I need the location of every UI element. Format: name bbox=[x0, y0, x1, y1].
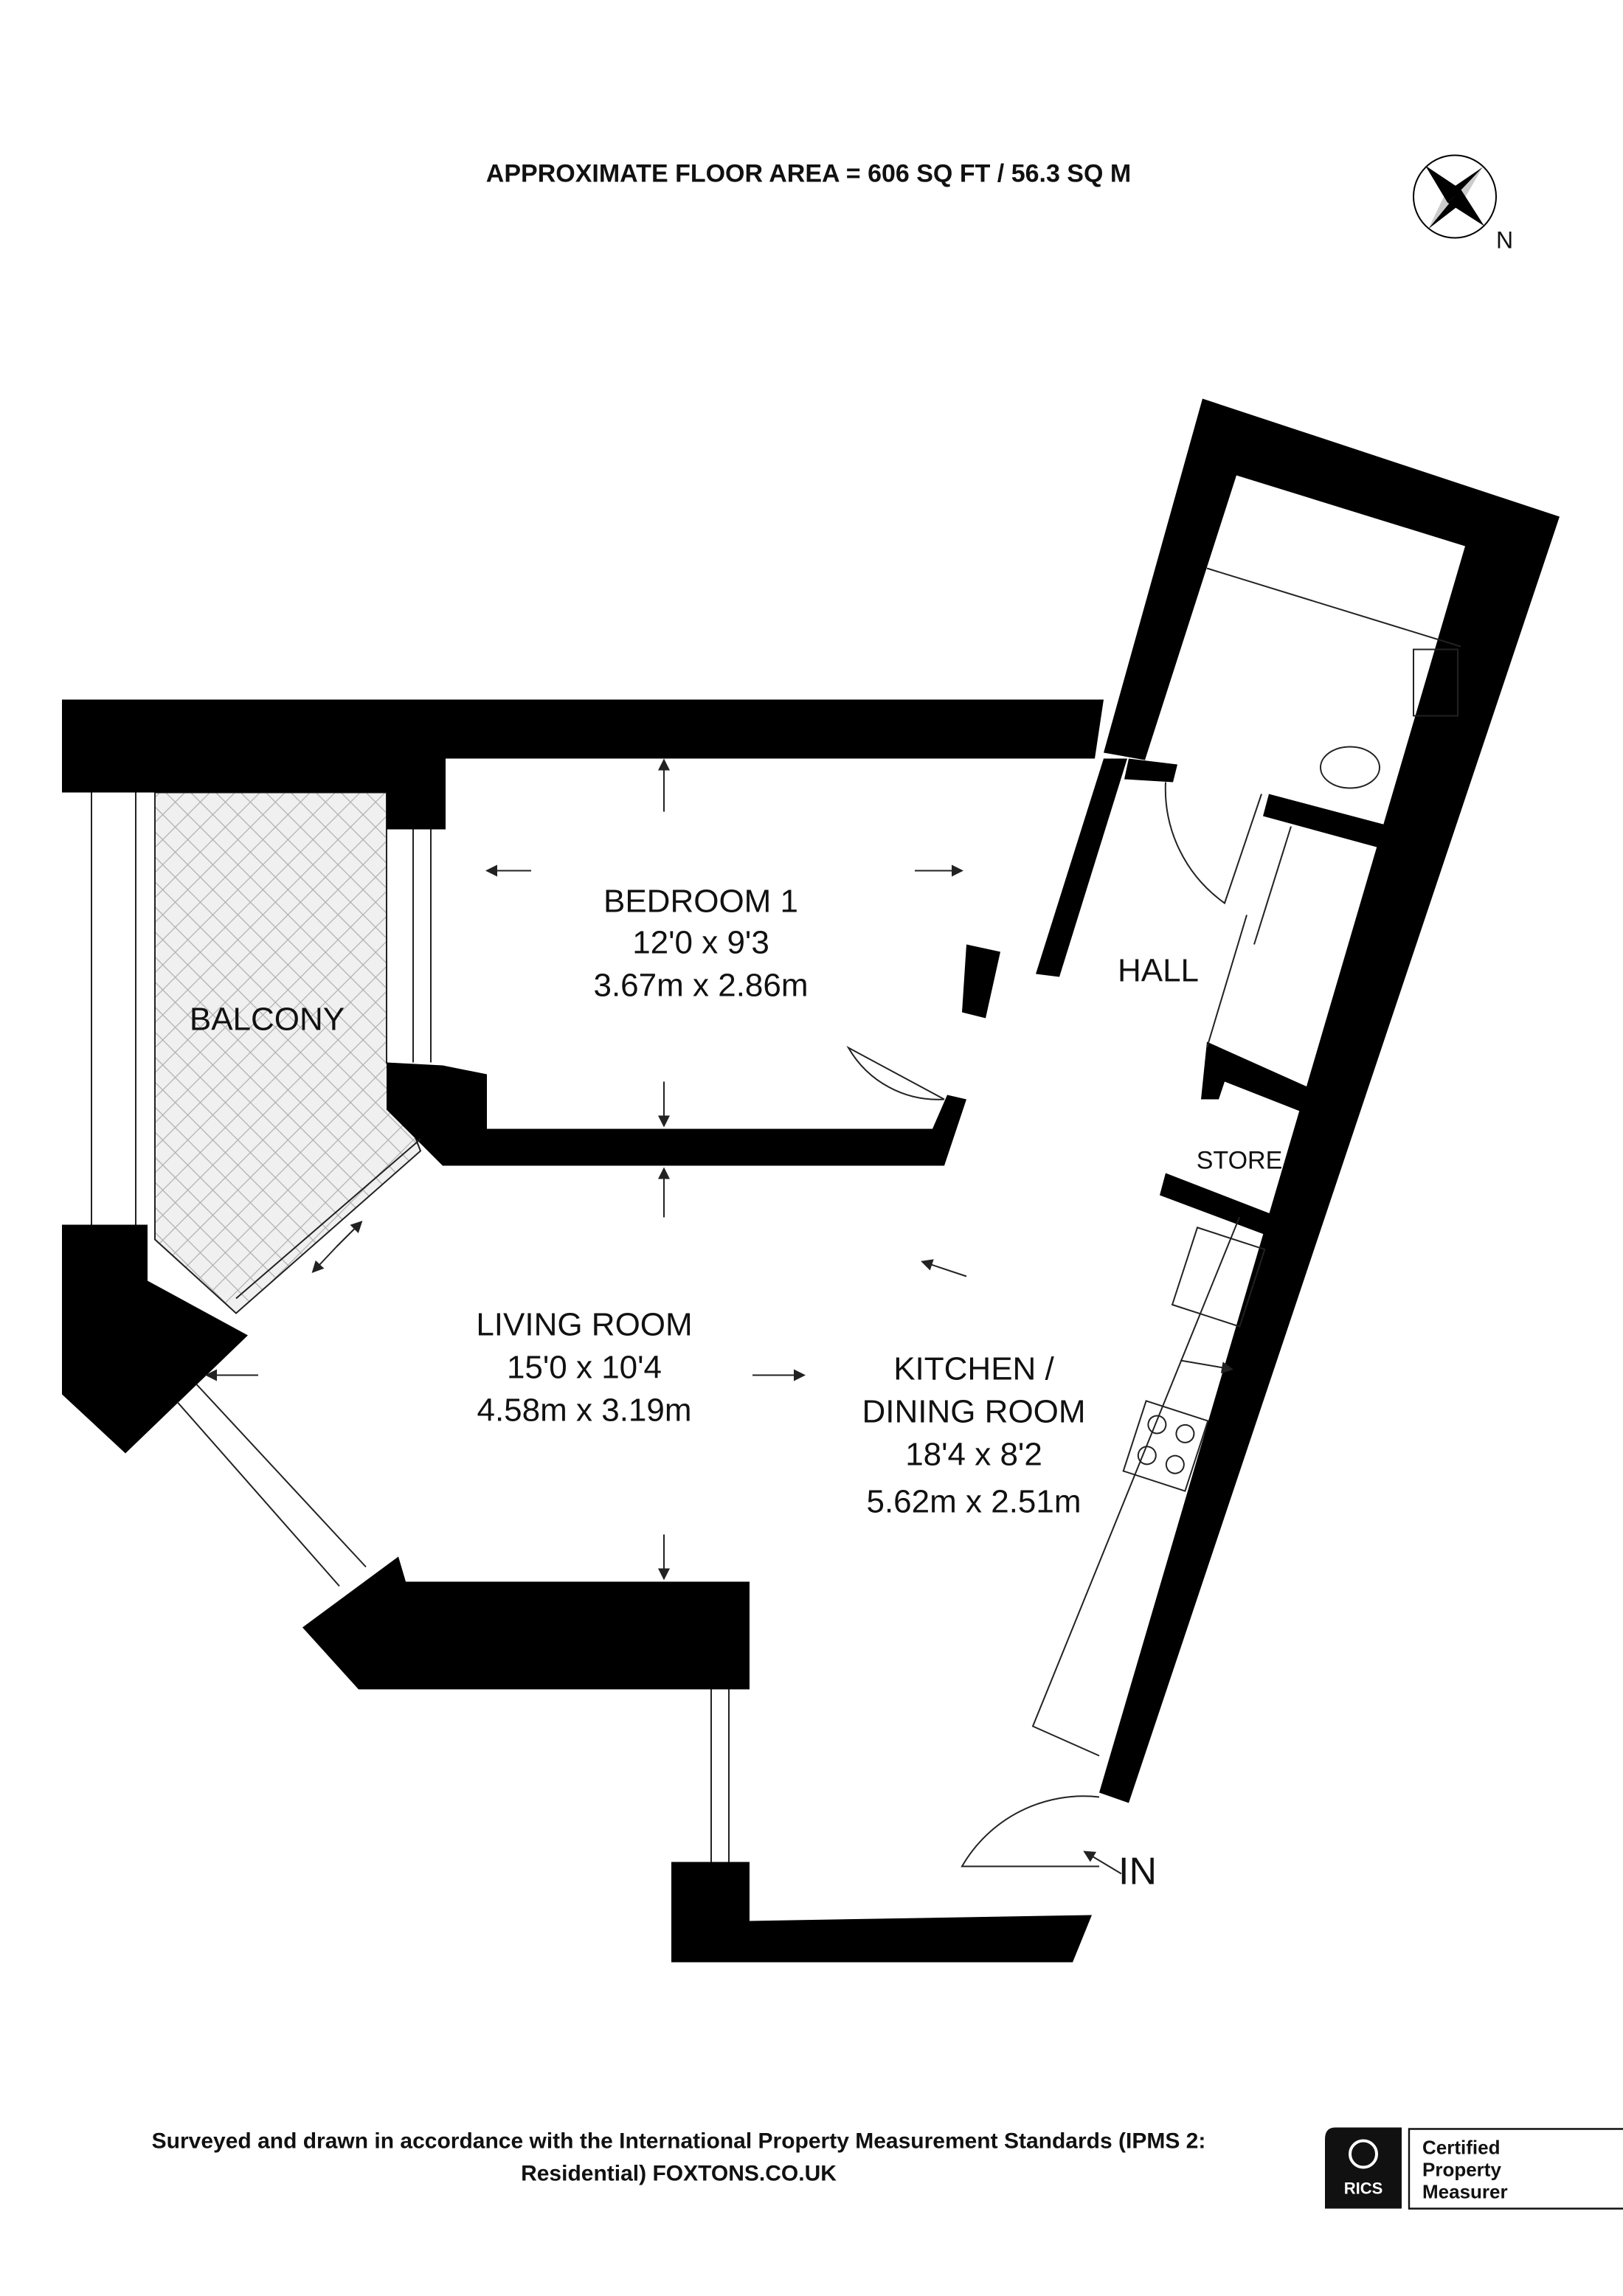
bedroom-metric: 3.67m x 2.86m bbox=[593, 968, 808, 1004]
rics-badge: RICS Certified Property Measurer bbox=[1325, 2127, 1623, 2210]
compass-rose-icon: N bbox=[1413, 154, 1513, 254]
hob-icon bbox=[1122, 1400, 1209, 1492]
bedroom-imperial: 12'0 x 9'3 bbox=[632, 925, 769, 961]
living-metric: 4.58m x 3.19m bbox=[477, 1392, 691, 1429]
entrance-label: IN bbox=[1118, 1851, 1157, 1893]
walls bbox=[62, 398, 1560, 1963]
living-name: LIVING ROOM bbox=[476, 1307, 692, 1343]
badge-line-1: Certified bbox=[1422, 2137, 1500, 2159]
room-labels: BEDROOM 1 12'0 x 9'3 3.67m x 2.86m BALCO… bbox=[190, 884, 1282, 1893]
dimension-arrows bbox=[205, 758, 1233, 1875]
footer-line-1: Surveyed and drawn in accordance with th… bbox=[152, 2129, 1206, 2154]
kitchen-name-1: KITCHEN / bbox=[893, 1351, 1054, 1387]
balcony-name: BALCONY bbox=[190, 1002, 345, 1038]
badge-line-2: Property bbox=[1422, 2159, 1501, 2181]
floor-area-heading: APPROXIMATE FLOOR AREA = 606 SQ FT / 56.… bbox=[486, 160, 1131, 188]
rics-org: RICS bbox=[1344, 2179, 1383, 2198]
fixtures bbox=[1031, 567, 1461, 1757]
rics-lion-icon bbox=[1349, 2139, 1378, 2169]
hall-name: HALL bbox=[1118, 953, 1199, 989]
compass-north-label: N bbox=[1496, 227, 1513, 254]
bedroom-name: BEDROOM 1 bbox=[603, 884, 798, 920]
badge-line-3: Measurer bbox=[1422, 2181, 1508, 2203]
living-imperial: 15'0 x 10'4 bbox=[507, 1350, 662, 1386]
windows bbox=[176, 829, 730, 1862]
doors bbox=[846, 782, 1292, 1867]
footer-line-2: Residential) FOXTONS.CO.UK bbox=[521, 2162, 837, 2186]
kitchen-name-2: DINING ROOM bbox=[862, 1394, 1085, 1430]
toilet-icon bbox=[1320, 746, 1380, 789]
kitchen-imperial: 18'4 x 8'2 bbox=[905, 1437, 1042, 1473]
kitchen-metric: 5.62m x 2.51m bbox=[866, 1484, 1081, 1520]
store-name: STORE bbox=[1197, 1147, 1283, 1175]
